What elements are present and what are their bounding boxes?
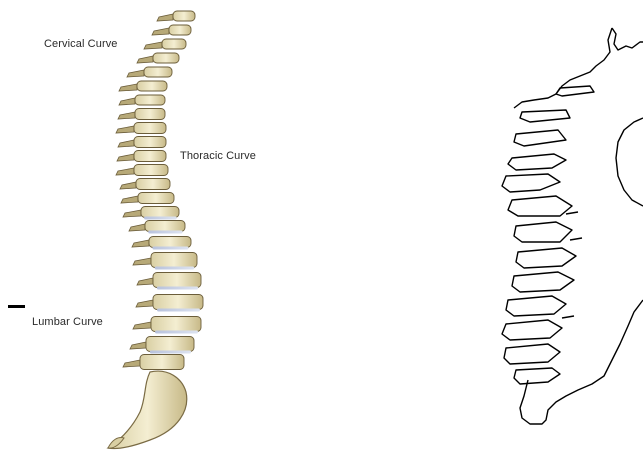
- outline-vertebra: [504, 344, 560, 364]
- outline-vertebra: [520, 110, 570, 122]
- outline-vertebra: [516, 248, 576, 268]
- outline-vertebra: [508, 154, 566, 170]
- thoracic-curve-label: Thoracic Curve: [180, 150, 256, 162]
- outline-vertebra: [502, 320, 562, 340]
- outline-detail: [562, 212, 582, 318]
- lumbar-marker-dash: [8, 305, 25, 308]
- outline-vertebra: [502, 174, 560, 192]
- cervical-curve-label: Cervical Curve: [44, 38, 118, 50]
- outline-vertebra: [514, 222, 572, 242]
- outline-vertebra: [514, 130, 566, 146]
- outline-vertebra: [556, 86, 594, 96]
- outline-vertebra: [506, 296, 566, 316]
- lumbar-curve-label: Lumbar Curve: [32, 316, 103, 328]
- outline-vertebra: [508, 196, 572, 216]
- outline-vertebra: [512, 272, 574, 292]
- outline-vertebra: [514, 368, 560, 384]
